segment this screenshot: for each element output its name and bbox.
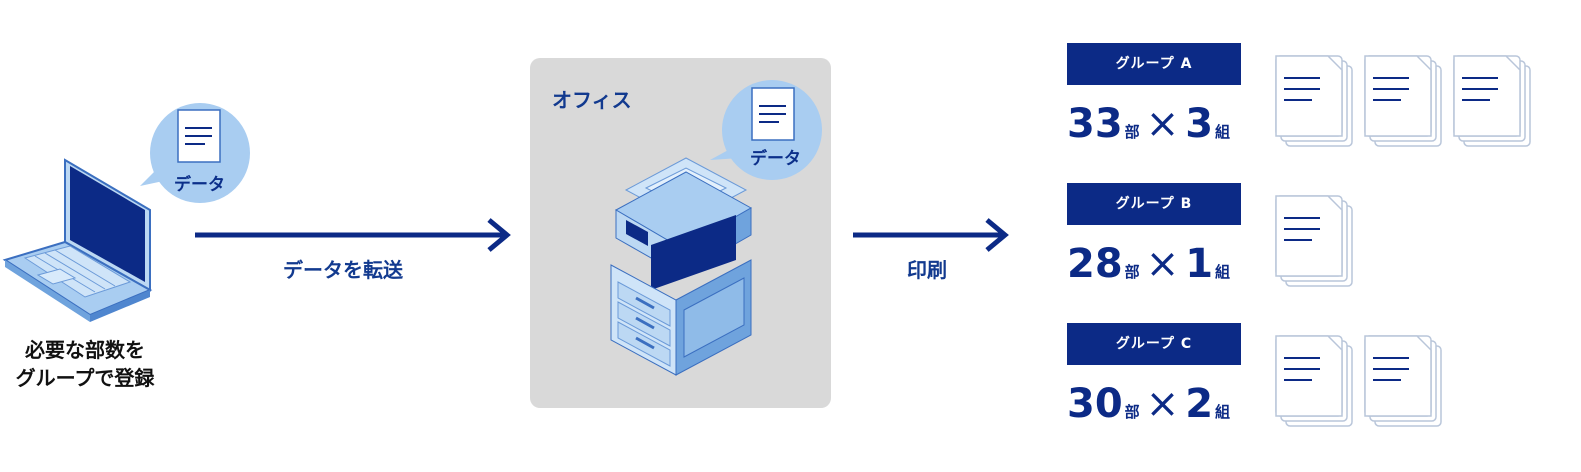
printer-illustration xyxy=(606,150,756,380)
multiply-sign: × xyxy=(1145,101,1180,147)
office-panel: オフィス データ xyxy=(530,58,831,408)
print-arrow xyxy=(853,218,1013,252)
sets-value: 2 xyxy=(1185,381,1214,427)
document-stack-icon xyxy=(1272,52,1356,150)
group-header: グループ C xyxy=(1067,323,1241,365)
copies-value: 30 xyxy=(1067,381,1123,427)
multiply-sign: × xyxy=(1145,241,1180,287)
document-stack-icon xyxy=(1272,332,1356,430)
data-bubble-left: データ xyxy=(140,98,255,208)
sets-value: 3 xyxy=(1185,101,1214,147)
sets-unit: 組 xyxy=(1215,123,1231,141)
transfer-arrow xyxy=(195,218,515,252)
copies-unit: 部 xyxy=(1124,403,1140,421)
document-stack-icon xyxy=(1272,192,1356,290)
left-caption: 必要な部数を グループで登録 xyxy=(0,336,170,392)
group-header: グループ A xyxy=(1067,43,1241,85)
transfer-label: データを転送 xyxy=(283,258,403,282)
bubble-label: データ xyxy=(750,149,801,169)
document-stack-icon xyxy=(1450,52,1534,150)
document-stack-icon xyxy=(1361,332,1445,430)
print-label: 印刷 xyxy=(907,258,947,282)
document-stack-icon xyxy=(1361,52,1445,150)
laptop-illustration xyxy=(0,150,160,325)
data-bubble-office: データ xyxy=(710,78,825,188)
multiply-sign: × xyxy=(1145,381,1180,427)
speech-bubble-icon xyxy=(710,80,822,180)
printer-icon xyxy=(610,157,753,376)
sets-unit: 組 xyxy=(1215,263,1231,281)
copies-value: 33 xyxy=(1067,101,1123,147)
speech-bubble-icon xyxy=(140,103,250,203)
bubble-label: データ xyxy=(174,175,225,195)
arrow-right-icon xyxy=(195,218,511,252)
sets-unit: 組 xyxy=(1215,403,1231,421)
office-title: オフィス xyxy=(552,88,632,112)
caption-line-1: 必要な部数を xyxy=(25,338,145,362)
arrow-right-icon xyxy=(853,218,1009,252)
copies-unit: 部 xyxy=(1124,263,1140,281)
group-header: グループ B xyxy=(1067,183,1241,225)
caption-line-2: グループで登録 xyxy=(15,366,155,390)
copies-unit: 部 xyxy=(1124,123,1140,141)
sets-value: 1 xyxy=(1185,241,1214,287)
laptop-icon xyxy=(2,158,153,322)
copies-value: 28 xyxy=(1067,241,1123,287)
